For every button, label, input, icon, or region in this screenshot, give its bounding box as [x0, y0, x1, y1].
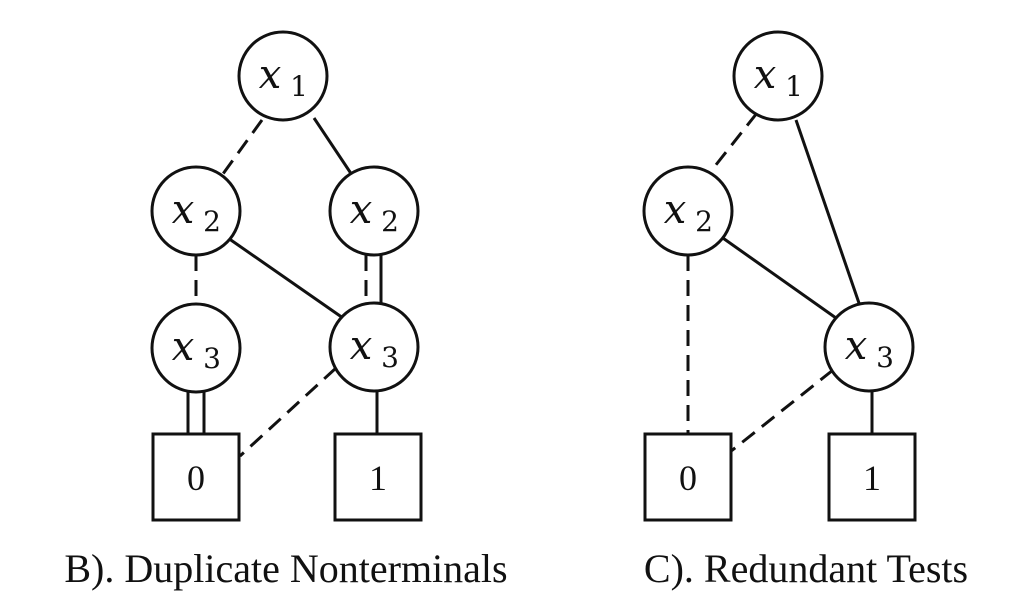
edge-c-x1-x3-high — [794, 119, 862, 307]
edge-x1-x2left-low — [218, 119, 264, 179]
node-x3-right: x 3 — [328, 301, 420, 393]
node-x1-sub: 1 — [290, 70, 308, 103]
node-x3-right-sub: 3 — [381, 341, 399, 374]
node-x2-left: x 2 — [150, 165, 242, 257]
edge-x3right-zero-low — [238, 366, 338, 458]
node-c-x2-var: x — [664, 187, 687, 233]
node-c-x3-sub: 3 — [876, 341, 894, 374]
terminal-zero-c: 0 — [643, 432, 733, 522]
terminal-one-c-label: 1 — [863, 458, 881, 498]
node-c-x1-sub: 1 — [785, 70, 803, 103]
node-c-x3-var: x — [845, 323, 868, 369]
terminal-one-b: 1 — [333, 432, 423, 522]
edge-x2left-x3right-high — [227, 236, 344, 320]
node-x3-right-var: x — [350, 323, 373, 369]
node-x1: x 1 — [237, 30, 329, 122]
node-x2-right-var: x — [350, 187, 373, 233]
node-c-x1-var: x — [754, 52, 777, 98]
node-c-x3: x 3 — [823, 301, 915, 393]
node-x2-left-sub: 2 — [203, 205, 221, 238]
panel-redundant-tests: x 1 x 2 x 3 0 1 C). Redundant Tests — [642, 30, 968, 591]
terminal-zero-c-label: 0 — [679, 458, 697, 498]
node-x1-var: x — [259, 52, 282, 98]
terminal-one-c: 1 — [827, 432, 917, 522]
terminal-one-b-label: 1 — [369, 458, 387, 498]
terminal-zero-b: 0 — [151, 432, 241, 522]
node-x3-left-sub: 3 — [203, 342, 221, 375]
edge-c-x3-zero-low — [729, 368, 834, 454]
edge-x1-x2right-high — [312, 117, 354, 176]
caption-b: B). Duplicate Nonterminals — [64, 546, 507, 591]
node-x2-right-sub: 2 — [381, 205, 399, 238]
node-c-x2: x 2 — [642, 165, 734, 257]
panel-duplicate-nonterminals: x 1 x 2 x 2 x 3 x 3 0 1 — [64, 30, 508, 591]
node-c-x1: x 1 — [732, 30, 824, 122]
node-c-x2-sub: 2 — [695, 205, 713, 238]
node-x3-left: x 3 — [150, 302, 242, 394]
caption-c: C). Redundant Tests — [644, 546, 968, 591]
node-x3-left-var: x — [172, 324, 195, 370]
terminal-zero-b-label: 0 — [187, 458, 205, 498]
edge-c-x2-x3-high — [719, 234, 837, 320]
node-x2-left-var: x — [172, 187, 195, 233]
node-x2-right: x 2 — [328, 165, 420, 257]
